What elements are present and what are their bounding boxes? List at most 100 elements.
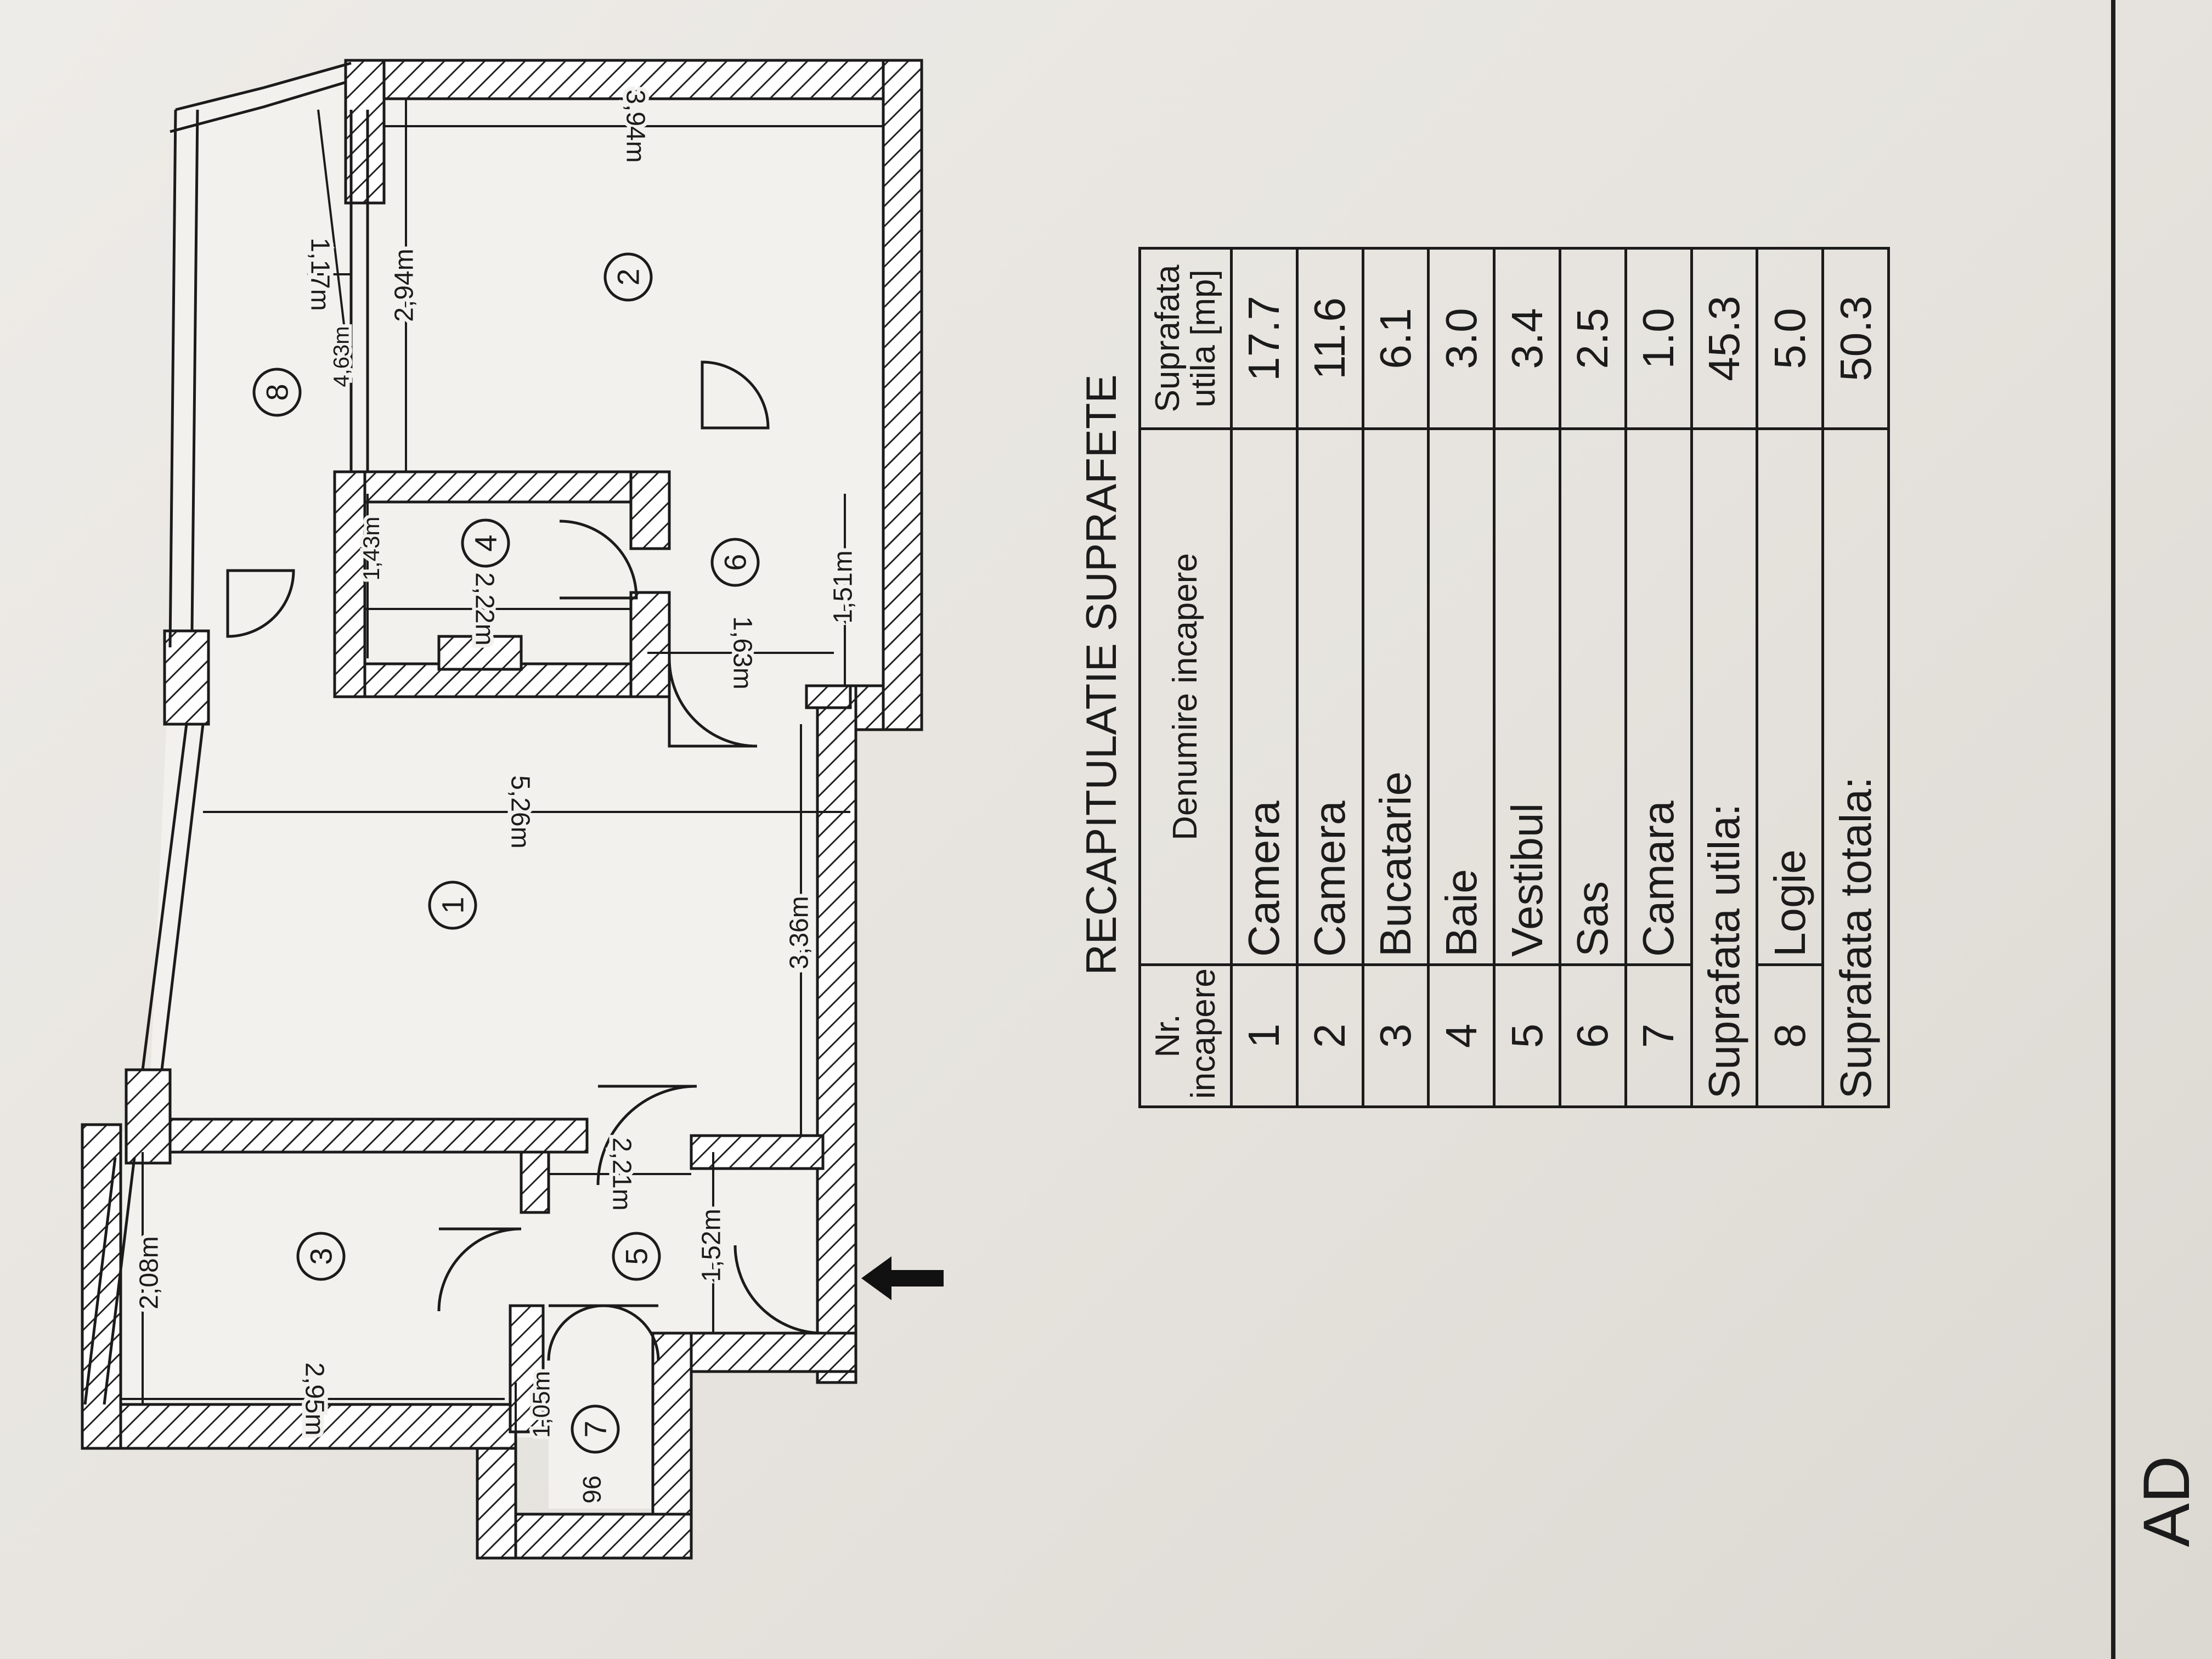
wall-vestibule-stub xyxy=(690,1134,825,1170)
door-room1 xyxy=(596,1085,697,1186)
recap-table: Nr. incapere Denumire incapere Suprafata… xyxy=(1138,247,1890,1108)
cell-area: 6.1 xyxy=(1363,248,1429,429)
cell-nr: 5 xyxy=(1494,964,1560,1107)
dim-1-51: 1,51m xyxy=(829,550,858,623)
dim-2-21: 2,21m xyxy=(607,1137,636,1210)
cell-nr: 1 xyxy=(1231,964,1297,1107)
room-marker-1: 1 xyxy=(428,881,477,930)
room-markers: 1 2 3 4 5 6 7 8 xyxy=(252,252,760,1454)
dimension-labels: 5,26m 3,36m 3,94m 2,94m 4,63m 1,17m 1,43… xyxy=(131,86,862,1506)
cell-name: Logie xyxy=(1757,428,1823,965)
room-marker-2: 2 xyxy=(603,252,653,302)
door-swings xyxy=(226,360,823,1361)
recap-title: RECAPITULATIE SUPRAFETE xyxy=(1077,374,1125,975)
total-area-value: 50.3 xyxy=(1822,248,1889,429)
dim-3-94: 3,94m xyxy=(620,89,650,162)
dim-1-17: 1,17m xyxy=(305,238,334,311)
balcony-parapet-1 xyxy=(168,109,177,648)
wall-right xyxy=(882,59,923,731)
room1-window-inner xyxy=(160,724,205,1070)
wall-bath-left xyxy=(333,470,366,698)
dim-4-63: 4,63m xyxy=(330,326,354,387)
kitchen-window-inner xyxy=(103,1157,136,1405)
bath-fixture-block xyxy=(437,635,523,671)
door-sas-lower xyxy=(668,658,758,748)
room1-window-outer xyxy=(141,724,188,1070)
dim-1-05: 1,05m xyxy=(528,1371,555,1438)
dim-1-63: 1,63m xyxy=(727,616,757,689)
wall-closet-divider xyxy=(509,1304,545,1434)
svg-text:1: 1 xyxy=(436,896,470,913)
door-kitchen xyxy=(437,1227,522,1312)
door-bath xyxy=(559,520,638,600)
room-marker-6: 6 xyxy=(710,538,760,587)
cell-area: 5.0 xyxy=(1757,248,1823,429)
door-closet-a xyxy=(547,1304,604,1361)
exterior-walls xyxy=(81,59,923,1560)
wall-kitchen-right xyxy=(520,1150,550,1214)
cell-area: 1.0 xyxy=(1626,248,1692,429)
dim-2-08: 2,08m xyxy=(135,1236,164,1309)
wall-bath-right-top xyxy=(629,470,671,550)
total-area-label: Suprafata totala: xyxy=(1822,428,1889,1107)
useful-area-row: Suprafata utila:45.3 xyxy=(1691,248,1757,1107)
room-marker-7: 7 xyxy=(571,1404,620,1454)
wall-bath-right-bottom xyxy=(629,591,671,698)
cell-area: 3.0 xyxy=(1428,248,1494,429)
cell-nr: 4 xyxy=(1428,964,1494,1107)
room-marker-4: 4 xyxy=(461,518,510,568)
cell-area: 17.7 xyxy=(1231,248,1297,429)
cell-name: Baie xyxy=(1428,428,1494,965)
cell-name: Camera xyxy=(1297,428,1363,965)
svg-text:2: 2 xyxy=(611,268,646,285)
dim-96: 96 xyxy=(578,1475,606,1503)
stamp-partial-text: AD SRL xyxy=(2130,1419,2212,1547)
balcony-parapet-2 xyxy=(190,109,199,631)
cell-area: 11.6 xyxy=(1297,248,1363,429)
dim-2-94: 2,94m xyxy=(390,249,419,321)
dim-1-52: 1,52m xyxy=(697,1209,726,1282)
window-lines xyxy=(83,61,883,1405)
page-border-line xyxy=(2111,0,2115,1659)
dim-5-26: 5,26m xyxy=(505,775,534,848)
wall-bath-top xyxy=(349,470,660,504)
svg-text:6: 6 xyxy=(718,554,753,571)
room-marker-5: 5 xyxy=(612,1232,661,1281)
total-area-row: Suprafata totala:50.3 xyxy=(1822,248,1889,1107)
door-room2 xyxy=(701,360,770,430)
svg-text:3: 3 xyxy=(304,1248,338,1265)
cell-area: 2.5 xyxy=(1560,248,1626,429)
dimension-lines xyxy=(121,99,883,1514)
cell-area: 3.4 xyxy=(1494,248,1560,429)
door-closet-b xyxy=(603,1304,660,1361)
pillar-mid xyxy=(163,629,210,726)
wall-left-lower xyxy=(81,1123,122,1450)
cell-nr: 8 xyxy=(1757,964,1823,1107)
useful-area-label: Suprafata utila: xyxy=(1691,428,1757,1107)
cell-nr: 7 xyxy=(1626,964,1692,1107)
dim-2-22: 2,22m xyxy=(470,572,499,645)
cell-nr: 6 xyxy=(1560,964,1626,1107)
table-header-row: Nr. incapere Denumire incapere Suprafata… xyxy=(1139,248,1232,1107)
room-marker-3: 3 xyxy=(296,1232,346,1281)
pillar-left xyxy=(125,1068,172,1165)
cell-name: Vestibul xyxy=(1494,428,1560,965)
svg-text:8: 8 xyxy=(260,383,295,400)
wall-sas-stub xyxy=(805,684,852,709)
cell-name: Camara xyxy=(1626,428,1692,965)
cell-name: Camera xyxy=(1231,428,1297,965)
dim-3-36: 3,36m xyxy=(785,896,814,969)
recap-table-panel: RECAPITULATIE SUPRAFETE Nr. incapere Den… xyxy=(1073,230,1901,1119)
cell-name: Bucatarie xyxy=(1363,428,1429,965)
dim-1-43: 1,43m xyxy=(358,517,384,581)
wall-right-lower xyxy=(816,684,857,1384)
header-nr: Nr. incapere xyxy=(1139,964,1232,1107)
